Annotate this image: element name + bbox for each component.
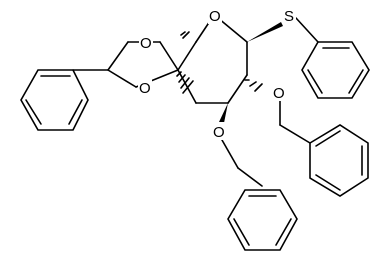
sulfur-bg <box>282 6 296 24</box>
wedge-bond-c3-o <box>219 103 228 123</box>
bond-s-phenyl <box>295 17 319 43</box>
oxygen-lower-left-bg <box>138 78 152 96</box>
wedge-bond-c1-s <box>247 22 283 42</box>
sulfur-label: S <box>284 8 294 25</box>
oxygen-c2-label: O <box>273 85 285 102</box>
benzylidene-phenyl-ring <box>20 69 89 131</box>
hashed-bond-c5 <box>180 31 197 43</box>
oxygen-upper-left-label: O <box>140 35 152 52</box>
oxygen-lower-left-label: O <box>139 80 151 97</box>
bond-ch2-phenyl-c3 <box>237 167 263 187</box>
thiophenyl-ring <box>301 41 370 99</box>
hashed-bond-c4 <box>176 71 194 94</box>
pyranose-ring <box>177 17 248 104</box>
benzyl-ring-c2 <box>309 124 369 197</box>
oxygen-pyranose-label: O <box>209 8 221 25</box>
oxygen-c3-label: O <box>213 124 225 141</box>
oxygen-c2-bg <box>272 83 286 101</box>
bond-o-ch2-c3 <box>221 139 239 169</box>
oxygen-upper-left-bg <box>139 33 153 51</box>
oxygen-c3-bg <box>212 122 226 140</box>
benzyl-ring-c3 <box>227 189 298 251</box>
oxygen-pyranose-bg <box>208 6 222 24</box>
bond-ch2-phenyl-c2 <box>279 124 311 144</box>
hashed-bond-c2 <box>244 79 263 92</box>
